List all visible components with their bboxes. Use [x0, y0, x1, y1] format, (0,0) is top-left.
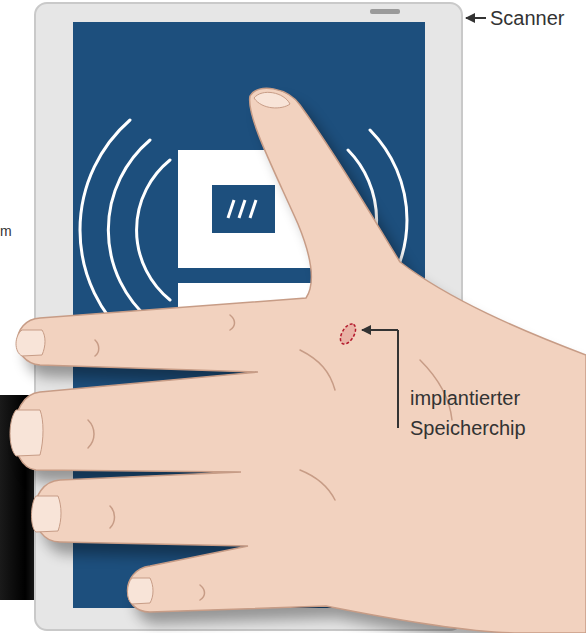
implanted-chip: [337, 321, 358, 346]
hand-creases: [88, 315, 452, 600]
part-label: Scanner: [490, 3, 586, 33]
speaker-slot: [370, 9, 400, 14]
finger-nails: [10, 92, 290, 604]
callout-label: implantierter Speicherchip: [410, 383, 582, 443]
card-chip: [212, 185, 275, 233]
card-symbol: [228, 200, 256, 218]
callout-leader: [362, 330, 398, 428]
fragment-text: m: [0, 222, 30, 240]
hand: [14, 88, 586, 633]
label-arrow: [466, 17, 486, 19]
